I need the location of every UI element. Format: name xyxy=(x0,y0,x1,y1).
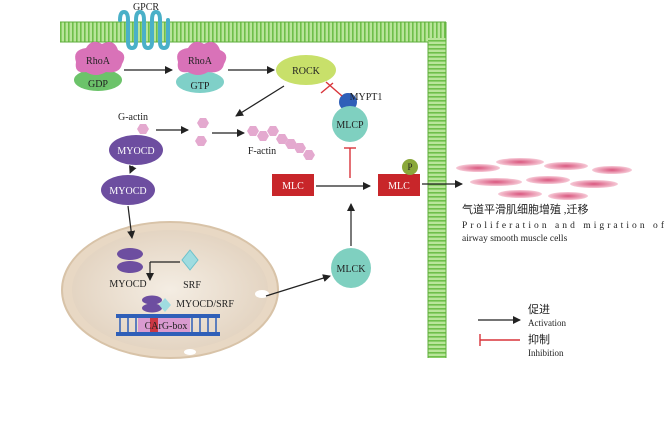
mlc-label-1: MLC xyxy=(282,181,304,192)
legend-inhibition-cn: 抑制 xyxy=(528,332,550,346)
carg-box-label: CArG-box xyxy=(145,321,188,332)
smooth-muscle-cells xyxy=(456,158,632,200)
inhibition-arrows xyxy=(320,81,356,178)
arrow-myocd2-to-nucleus xyxy=(127,205,136,239)
mlcp-complex: MYPT1 MLCP xyxy=(332,92,382,142)
activation-arrows xyxy=(124,66,463,297)
mlc-node-2: MLC P xyxy=(378,159,420,196)
gtp-label: GTP xyxy=(191,81,210,92)
myocd-srf-label: MYOCD/SRF xyxy=(176,299,234,310)
rhoa-label-1: RhoA xyxy=(86,56,111,67)
legend: 促进 Activation 抑制 Inhibition xyxy=(478,302,566,358)
g-actin: G-actin xyxy=(118,112,209,146)
inhibit-rock-to-mypt1-bar xyxy=(320,82,334,94)
mypt1-label: MYPT1 xyxy=(350,92,383,103)
mlc-node-1: MLC xyxy=(272,174,314,196)
rhoa-gtp-complex: RhoA GTP xyxy=(176,41,227,93)
cell-membrane xyxy=(60,21,447,358)
carg-box-dna: CArG-box xyxy=(116,314,220,336)
g-actin-label: G-actin xyxy=(118,112,148,123)
arrow-nucleus-to-mlck xyxy=(265,274,331,297)
myocd-label-1: MYOCD xyxy=(117,146,154,157)
myocd-srf-complex: MYOCD/SRF xyxy=(142,295,234,313)
outcome-en-2: airway smooth muscle cells xyxy=(462,234,568,244)
outcome-en-1: Proliferation and migration of xyxy=(462,220,665,231)
outcome-text: 气道平滑肌细胞增殖 ,迁移 Proliferation and migratio… xyxy=(462,202,665,244)
rhoa-label-2: RhoA xyxy=(188,56,213,67)
rock-node: ROCK xyxy=(276,55,336,85)
inhibit-rock-to-mypt1 xyxy=(325,81,343,97)
gpcr-receptor: GPCR xyxy=(118,2,170,51)
f-actin: F-actin xyxy=(247,126,315,160)
mlck-node: MLCK xyxy=(331,248,371,288)
gdp-label: GDP xyxy=(88,79,108,90)
arrow-rock-to-actin xyxy=(235,85,285,117)
rhoa-gdp-complex: RhoA GDP xyxy=(74,41,125,91)
arrow-myocd1-to-myocd2 xyxy=(129,164,137,174)
legend-inhibition-en: Inhibition xyxy=(528,348,564,358)
legend-activation-en: Activation xyxy=(528,318,566,328)
f-actin-label: F-actin xyxy=(248,146,276,157)
mlcp-label: MLCP xyxy=(336,120,364,131)
mlck-label: MLCK xyxy=(337,264,367,275)
myocd-node-2: MYOCD xyxy=(101,175,155,205)
srf-label: SRF xyxy=(183,280,201,291)
phospho-label: P xyxy=(407,162,412,172)
myocd-nuclear-label: MYOCD xyxy=(109,279,146,290)
rock-label: ROCK xyxy=(292,66,321,77)
mlc-label-2: MLC xyxy=(388,181,410,192)
myocd-nuclear: MYOCD xyxy=(109,248,147,290)
nucleus xyxy=(61,221,279,359)
outcome-cn: 气道平滑肌细胞增殖 ,迁移 xyxy=(462,202,589,216)
myocd-label-2: MYOCD xyxy=(109,186,146,197)
myocd-node-1: MYOCD xyxy=(109,135,163,165)
gpcr-label: GPCR xyxy=(133,2,159,13)
legend-activation-cn: 促进 xyxy=(528,302,550,316)
srf-node: SRF xyxy=(181,249,201,291)
